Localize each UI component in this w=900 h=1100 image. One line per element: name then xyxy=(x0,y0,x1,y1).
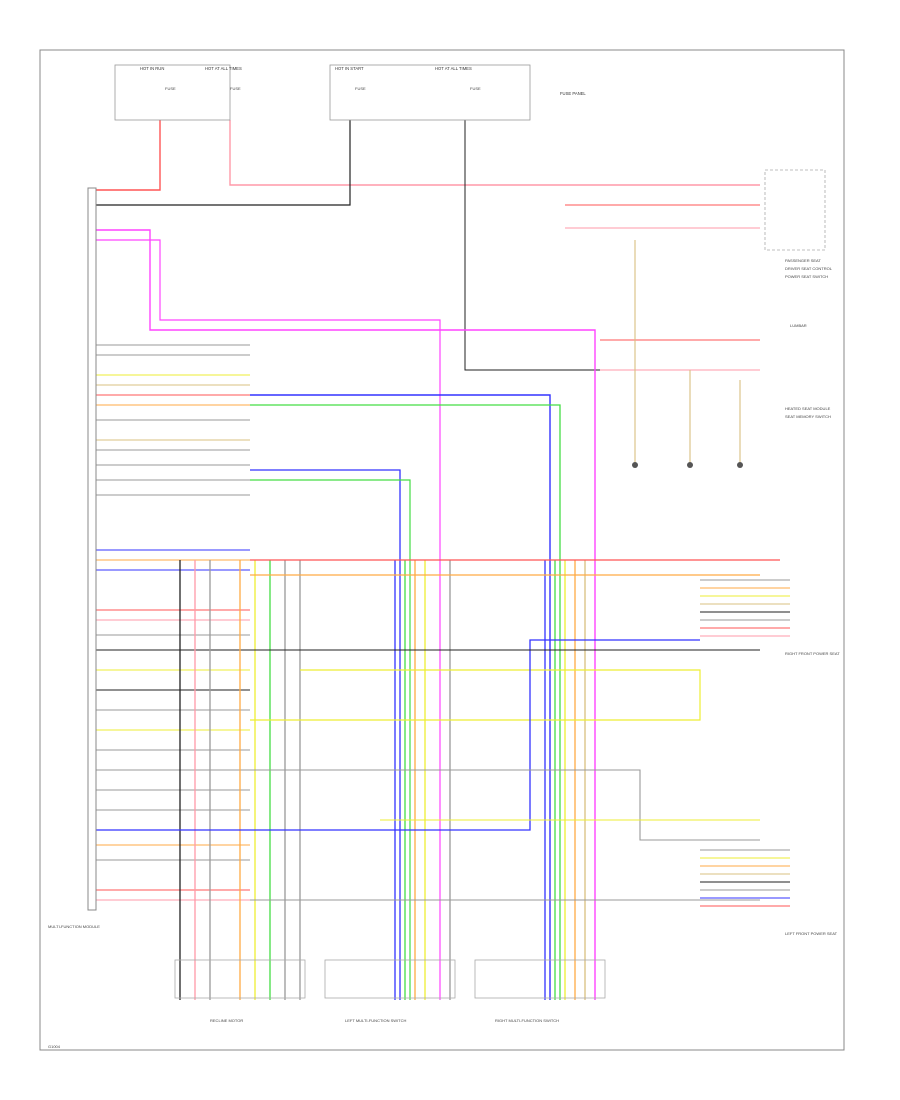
label-lumbar: LUMBAR xyxy=(790,323,807,328)
wire-magenta xyxy=(96,229,596,1000)
label-fuse-3: FUSE xyxy=(355,86,366,91)
components xyxy=(87,64,826,999)
label-hot-in-start: HOT IN START xyxy=(335,66,364,71)
connector-recline-motor xyxy=(174,959,306,999)
label-g1004: G1004 xyxy=(48,1044,61,1049)
wire-power-red xyxy=(96,120,161,191)
wire-power-pink xyxy=(229,120,760,186)
wire-yellow-loop xyxy=(250,669,701,721)
label-hot-at-all-times: HOT AT ALL TIMES xyxy=(205,66,242,71)
wire-power-black xyxy=(96,120,351,206)
label-hot-in-run: HOT IN RUN xyxy=(140,66,164,71)
ground-point xyxy=(632,462,638,468)
label-heated-seat-module: HEATED SEAT MODULE xyxy=(785,406,831,411)
wire-magenta-2 xyxy=(96,239,441,1000)
wire-gray-run xyxy=(250,769,760,841)
fuse-box-right xyxy=(329,64,531,121)
label-right-front-power-seat: RIGHT FRONT POWER SEAT xyxy=(785,651,840,656)
wire-blue-loop xyxy=(96,639,700,831)
wire-green-run xyxy=(250,404,561,1000)
label-power-seat-switch: POWER SEAT SWITCH xyxy=(785,274,828,279)
label-right-multi-function-switch: RIGHT MULTI-FUNCTION SWITCH xyxy=(495,1018,559,1023)
labels: HOT IN RUN HOT AT ALL TIMES FUSE FUSE HO… xyxy=(48,66,840,1049)
label-hot-at-all-times-2: HOT AT ALL TIMES xyxy=(435,66,472,71)
right-seat-connector xyxy=(764,169,826,251)
label-left-multi-function-switch: LEFT MULTI-FUNCTION SWITCH xyxy=(345,1018,407,1023)
connector-right-switch xyxy=(474,959,606,999)
label-passenger-seat: PASSENGER SEAT xyxy=(785,258,821,263)
ground-point xyxy=(687,462,693,468)
label-multi-function-module: MULTI-FUNCTION MODULE xyxy=(48,924,100,929)
label-fuse-1: FUSE xyxy=(165,86,176,91)
label-fuse-panel: FUSE PANEL xyxy=(560,91,586,96)
wire-blue-run xyxy=(250,394,551,1000)
diagram-frame xyxy=(39,49,845,1051)
connector-left-switch xyxy=(324,959,456,999)
label-driver-seat-control: DRIVER SEAT CONTROL xyxy=(785,266,833,271)
wire-power-black-2 xyxy=(464,120,690,371)
main-module-box xyxy=(87,187,97,911)
wire-blue-run-2 xyxy=(250,469,401,1000)
wire-green-run-2 xyxy=(250,479,411,1000)
label-recline-motor: RECLINE MOTOR xyxy=(210,1018,243,1023)
label-left-front-power-seat: LEFT FRONT POWER SEAT xyxy=(785,931,838,936)
ground-point xyxy=(737,462,743,468)
label-fuse-4: FUSE xyxy=(470,86,481,91)
fuse-box-left xyxy=(114,64,231,121)
label-seat-memory-switch: SEAT MEMORY SWITCH xyxy=(785,414,831,419)
wires xyxy=(96,120,790,1000)
label-fuse-2: FUSE xyxy=(230,86,241,91)
